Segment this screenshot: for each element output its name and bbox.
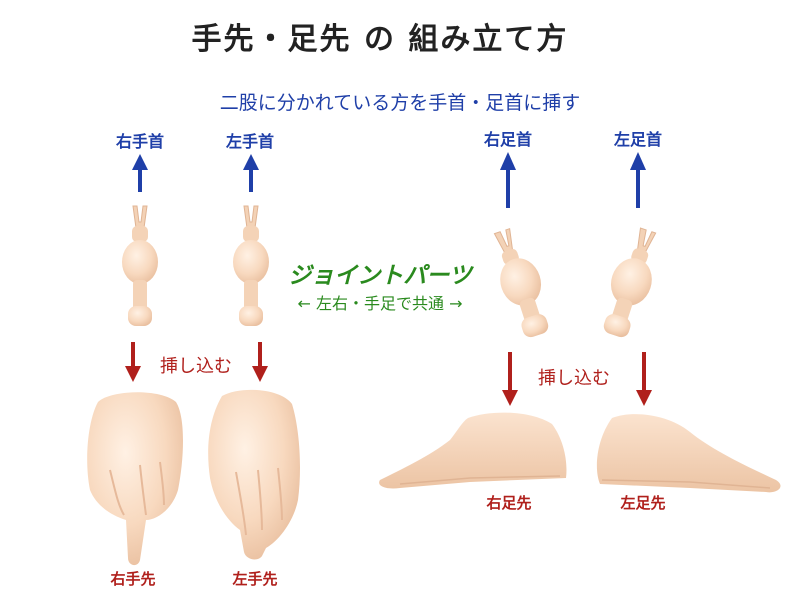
label-left-hand: 左手先: [232, 570, 278, 588]
joint-part-title: ジョイントパーツ: [288, 263, 472, 289]
up-arrow-left-ankle: [630, 152, 646, 208]
up-arrow-right-wrist: [132, 154, 148, 192]
label-right-wrist: 右手首: [115, 132, 164, 151]
down-arrow-right-hand: [125, 342, 141, 382]
joint-part-left-hand: [233, 205, 269, 326]
joint-part-note: ← 左右・手足で共通 →: [297, 294, 463, 313]
insert-label-feet: 挿し込む: [538, 368, 610, 389]
joint-part-right-hand: [122, 205, 158, 326]
up-arrow-right-ankle: [500, 152, 516, 208]
left-foot-part: [596, 414, 781, 493]
instruction-text: 二股に分かれている方を手首・足首に挿す: [219, 92, 581, 114]
right-hand-part: [87, 392, 183, 566]
right-foot-part: [379, 412, 567, 489]
down-arrow-right-foot: [502, 352, 518, 406]
label-left-ankle: 左足首: [613, 130, 662, 149]
label-right-hand: 右手先: [110, 570, 156, 588]
joint-part-right-foot: [493, 228, 549, 338]
up-arrow-left-wrist: [243, 154, 259, 192]
label-left-wrist: 左手首: [225, 132, 274, 151]
insert-label-hands: 挿し込む: [160, 356, 232, 377]
down-arrow-left-foot: [636, 352, 652, 406]
down-arrow-left-hand: [252, 342, 268, 382]
page-title: 手先・足先 の 組み立て方: [191, 22, 569, 57]
left-hand-part: [208, 389, 300, 560]
label-right-ankle: 右足首: [483, 130, 532, 149]
label-left-foot: 左足先: [620, 494, 666, 512]
label-right-foot: 右足先: [486, 494, 532, 512]
joint-part-left-foot: [603, 227, 657, 338]
